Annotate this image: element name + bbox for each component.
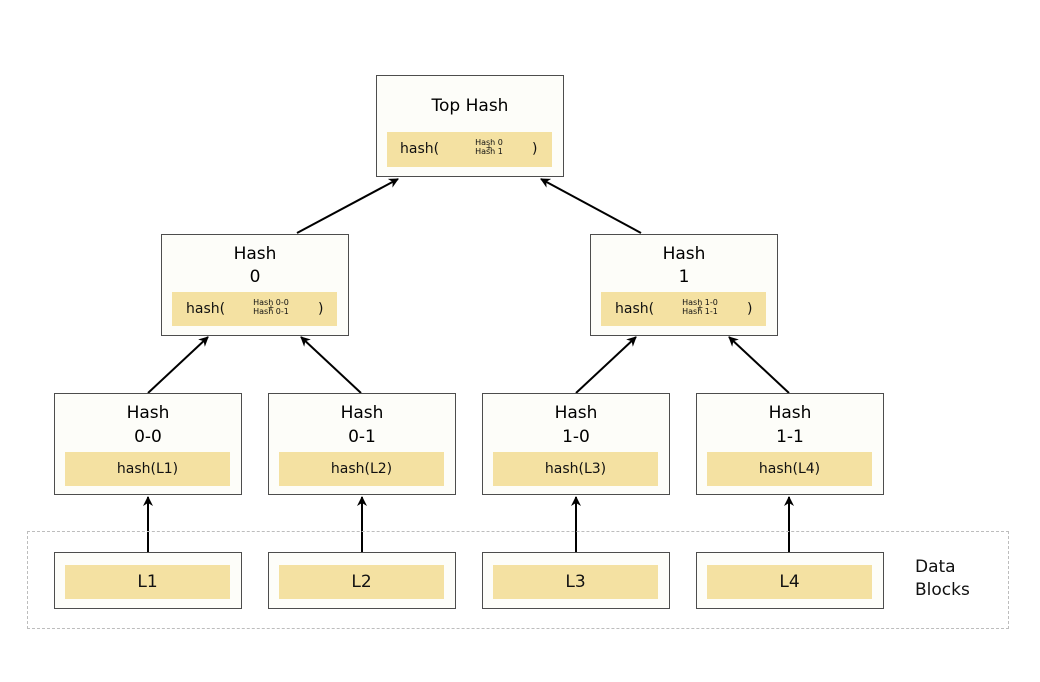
formula-close: ) [747, 301, 753, 317]
data-block-l1-label: L1 [65, 565, 230, 599]
hash-0-1-title-line1: Hash [340, 403, 384, 423]
data-block-l2: L2 [268, 552, 456, 609]
data-block-l2-label: L2 [279, 565, 444, 599]
hash-1-0-node: Hash 1-0 hash(L3) [482, 393, 670, 495]
hash-1-0-formula: hash(L3) [493, 452, 658, 486]
top-hash-formula: hash( Hash 0 Hash 1 + ) [387, 132, 552, 167]
hash-0-title-line2: 0 [249, 267, 261, 287]
hash-0-0-title-line2: 0-0 [134, 427, 162, 447]
hash-0-1-formula: hash(L2) [279, 452, 444, 486]
hash-0-formula: hash( Hash 0-0 Hash 0-1 + ) [172, 292, 337, 326]
hash-1-0-title-line1: Hash [554, 403, 598, 423]
arrow-h11-to-h1 [728, 336, 790, 394]
hash-1-node: Hash 1 hash( Hash 1-0 Hash 1-1 + ) [590, 234, 778, 336]
hash-0-0-formula: hash(L1) [65, 452, 230, 486]
hash-0-title-line1: Hash [233, 244, 277, 264]
hash-0-0-title-line1: Hash [126, 403, 170, 423]
formula-open: hash( [400, 141, 440, 157]
hash-1-0-title-line2: 1-0 [562, 427, 590, 447]
hash-1-1-title-line2: 1-1 [776, 427, 804, 447]
data-block-l3-label: L3 [493, 565, 658, 599]
formula-close: ) [318, 301, 324, 317]
formula-operands: Hash 1-0 Hash 1-1 + [670, 298, 730, 316]
formula-open: hash( [186, 301, 226, 317]
data-blocks-label-line2: Blocks [915, 580, 970, 600]
arrow-h0-to-top [296, 178, 399, 234]
hash-0-1-node: Hash 0-1 hash(L2) [268, 393, 456, 495]
operand-a: Hash 1-0 [682, 298, 718, 307]
hash-1-1-node: Hash 1-1 hash(L4) [696, 393, 884, 495]
top-hash-node: Top Hash hash( Hash 0 Hash 1 + ) [376, 75, 564, 177]
data-block-l4-label: L4 [707, 565, 872, 599]
hash-1-title-line2: 1 [678, 267, 690, 287]
arrow-h10-to-h1 [575, 336, 637, 394]
operand-b: Hash 1-1 [682, 307, 718, 316]
arrow-h1-to-top [540, 178, 642, 234]
data-block-l3: L3 [482, 552, 670, 609]
hash-0-0-node: Hash 0-0 hash(L1) [54, 393, 242, 495]
top-hash-title: Top Hash [431, 96, 509, 116]
hash-1-1-formula: hash(L4) [707, 452, 872, 486]
operand-plus: + [696, 303, 704, 312]
formula-close: ) [532, 141, 538, 157]
operand-plus: + [485, 143, 493, 152]
data-blocks-group [27, 531, 1009, 629]
operand-plus: + [267, 303, 275, 312]
hash-0-node: Hash 0 hash( Hash 0-0 Hash 0-1 + ) [161, 234, 349, 336]
data-block-l1: L1 [54, 552, 242, 609]
formula-operands: Hash 0-0 Hash 0-1 + [241, 298, 301, 316]
hash-1-1-title-line1: Hash [768, 403, 812, 423]
hash-0-1-title-line2: 0-1 [348, 427, 376, 447]
operand-a: Hash 0-0 [253, 298, 289, 307]
formula-open: hash( [615, 301, 655, 317]
operand-b: Hash 0-1 [253, 307, 289, 316]
operand-a: Hash 0 [475, 138, 503, 147]
operand-b: Hash 1 [475, 147, 503, 156]
data-block-l4: L4 [696, 552, 884, 609]
arrow-h01-to-h0 [300, 336, 362, 394]
data-blocks-label-line1: Data [915, 557, 956, 577]
hash-1-formula: hash( Hash 1-0 Hash 1-1 + ) [601, 292, 766, 326]
arrow-h00-to-h0 [147, 336, 209, 394]
hash-1-title-line1: Hash [662, 244, 706, 264]
formula-operands: Hash 0 Hash 1 + [459, 138, 519, 156]
